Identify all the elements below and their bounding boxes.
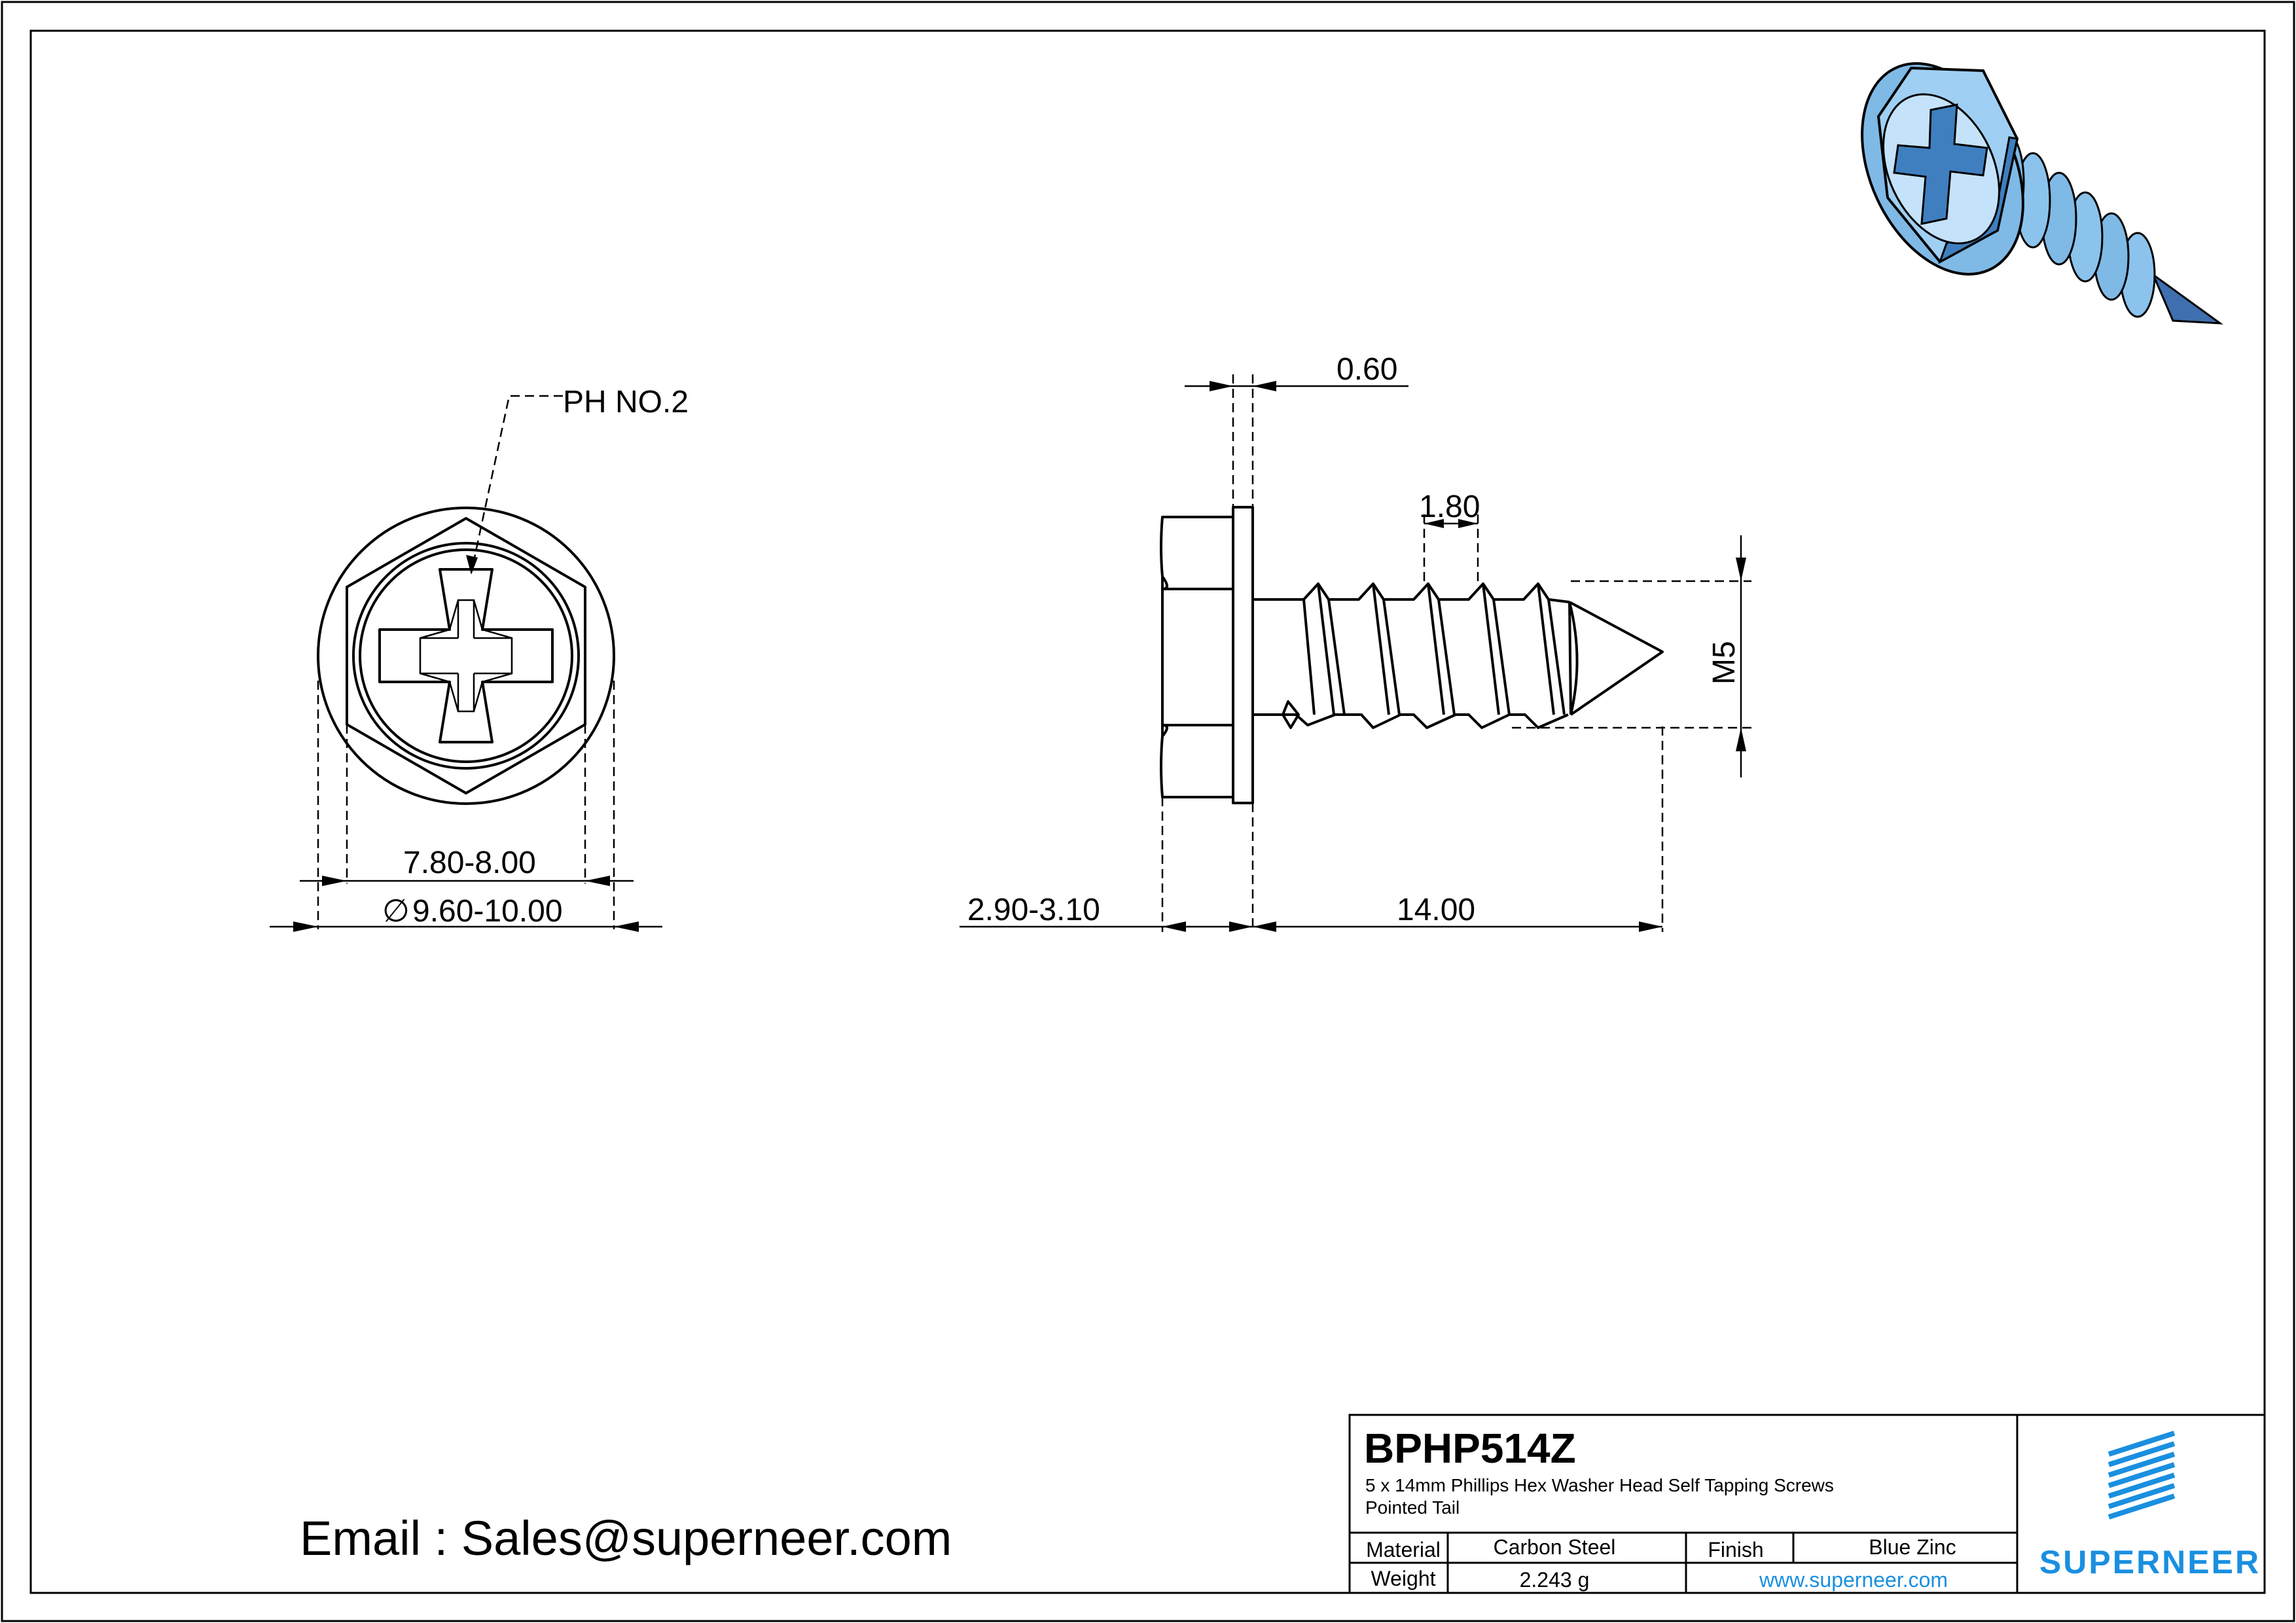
pointed-tip <box>1568 601 1664 716</box>
shank-outline <box>1253 598 1304 716</box>
length-arrow-left <box>1253 921 1276 932</box>
head-circle-outer <box>352 542 580 770</box>
logo-mark-icon <box>2108 1431 2176 1520</box>
hex-width-arrow-left <box>322 876 347 886</box>
front-extension-lines <box>317 681 615 929</box>
thread-crests-top <box>1302 582 1570 603</box>
head-height-arrow-left <box>1162 921 1186 932</box>
phillips-cross-details <box>419 599 513 713</box>
side-view: 0.60 1.80 M5 2.90-3.10 14.00 <box>960 352 1751 932</box>
thread-size-ext-lines <box>1512 580 1751 729</box>
brand-logo-text: SUPERNEER <box>2039 1544 2261 1580</box>
washer-flange <box>1232 506 1254 804</box>
hex-head-outline <box>1160 516 1234 798</box>
drive-label: PH NO.2 <box>563 385 689 419</box>
thread-size-text: M5 <box>1707 641 1742 685</box>
drive-leader-arrow <box>466 555 478 575</box>
pitch-arrow-left <box>1424 519 1444 528</box>
part-number: BPHP514Z <box>1364 1425 1576 1472</box>
hex-head-facets <box>1161 575 1233 738</box>
screw-3d-phillips <box>1893 103 1988 225</box>
washer-thk-arrow-left <box>1210 381 1233 391</box>
washer-thk-arrow-right <box>1253 381 1276 391</box>
pitch-arrow-right <box>1458 519 1478 528</box>
finish-value: Blue Zinc <box>1869 1535 1956 1559</box>
washer-dia-arrow-left <box>293 921 318 932</box>
part-description: 5 x 14mm Phillips Hex Washer Head Self T… <box>1365 1475 1834 1495</box>
phillips-cross <box>378 568 554 743</box>
length-arrow-right <box>1639 921 1662 932</box>
website-link[interactable]: www.superneer.com <box>1759 1568 1948 1592</box>
material-value: Carbon Steel <box>1493 1535 1616 1559</box>
part-description-tail: Pointed Tail <box>1365 1497 1460 1518</box>
head-height-arrow-right <box>1229 921 1253 932</box>
finish-label: Finish <box>1708 1538 1764 1561</box>
washer-outline <box>317 507 615 805</box>
screw-3d-render <box>1861 62 2224 325</box>
inner-border <box>29 29 2266 1594</box>
weight-label: Weight <box>1371 1567 1436 1590</box>
length-text: 14.00 <box>1397 893 1475 927</box>
washer-dia-text: 9.60-10.00 <box>412 894 563 929</box>
thread-helix-lines <box>1302 583 1566 715</box>
hex-width-arrow-right <box>585 876 610 886</box>
length-ext-lines <box>1161 726 1664 932</box>
washer-thk-ext-lines <box>1232 374 1254 507</box>
washer-thk-text: 0.60 <box>1336 352 1397 387</box>
pitch-text: 1.80 <box>1419 490 1480 524</box>
title-block: BPHP514Z 5 x 14mm Phillips Hex Washer He… <box>1350 1415 2265 1593</box>
drive-leader <box>470 395 563 573</box>
head-circle-inner <box>359 548 573 763</box>
washer-dia-arrow-right <box>614 921 639 932</box>
thread-crests-bottom <box>1283 713 1569 729</box>
shank-notch <box>1282 700 1300 729</box>
thread-size-arrow-bottom <box>1736 728 1746 751</box>
hex-width-text: 7.80-8.00 <box>403 846 536 880</box>
head-height-text: 2.90-3.10 <box>967 893 1100 927</box>
material-label: Material <box>1366 1538 1441 1561</box>
front-view: PH NO.2 7.80-8.00 ∅ 9.60-10.00 <box>270 385 689 932</box>
screw-3d-tip <box>2151 272 2224 325</box>
thread-size-arrow-top <box>1736 558 1746 581</box>
title-block-grid <box>1348 1414 2266 1594</box>
pitch-ext-lines <box>1423 514 1479 584</box>
weight-value: 2.243 g <box>1519 1568 1590 1592</box>
washer-dia-symbol: ∅ <box>382 894 410 929</box>
hex-outline <box>346 517 586 794</box>
contact-email: Email : Sales@superneer.com <box>300 1511 952 1565</box>
